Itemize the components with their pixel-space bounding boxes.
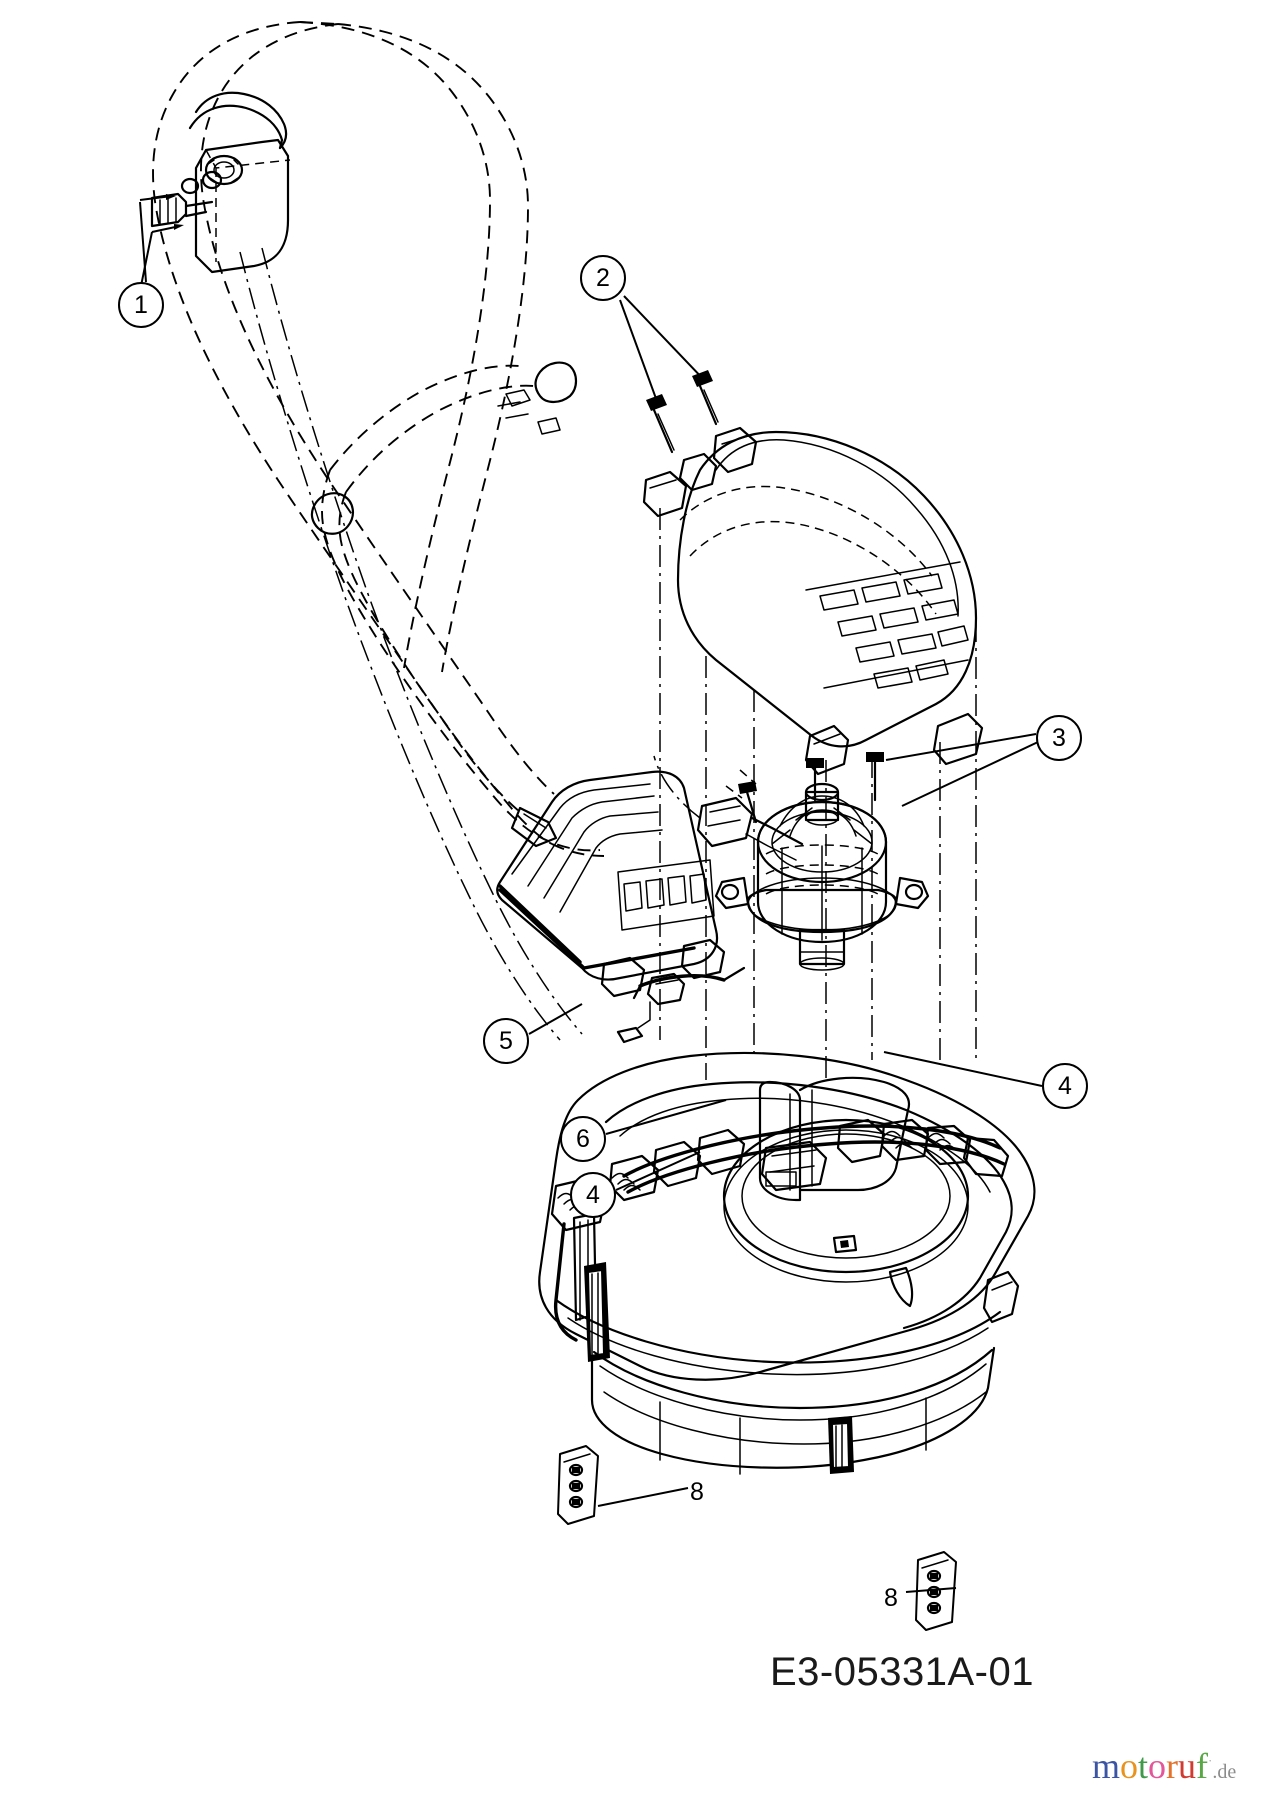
handle-bar-assembly: [139, 21, 605, 1041]
callout-5-label: 5: [499, 1026, 513, 1055]
callout-4-right-label: 4: [1058, 1071, 1072, 1100]
height-adjust-plate-upper: [557, 1445, 599, 1525]
callout-6[interactable]: 6: [560, 1116, 606, 1162]
callout-2[interactable]: 2: [580, 255, 626, 301]
wm-letter-o2: o: [1148, 1746, 1167, 1786]
wm-superscript-dot: ·: [1208, 1753, 1213, 1768]
rear-flap-cover: [496, 770, 746, 1044]
wm-letter-m: m: [1092, 1746, 1121, 1786]
callout-2-label: 2: [596, 263, 610, 292]
callout-4-left[interactable]: 4: [570, 1172, 616, 1218]
callout-4-left-label: 4: [586, 1180, 600, 1209]
deck-rear-rail: [608, 1118, 1010, 1202]
electric-motor: [653, 752, 930, 971]
callout-3-label: 3: [1052, 723, 1066, 752]
wm-letter-t: t: [1138, 1746, 1149, 1786]
callout-6-label: 6: [576, 1124, 590, 1153]
part-number-label: E3-05331A-01: [770, 1650, 1034, 1694]
wm-letter-r: r: [1166, 1746, 1179, 1786]
motor-cover-hood: [642, 426, 984, 1080]
wm-letter-u: u: [1178, 1746, 1197, 1786]
wm-letter-f: f: [1196, 1746, 1209, 1786]
wm-suffix-de: .de: [1212, 1761, 1237, 1783]
motoruf-watermark-logo[interactable]: motoruf·.de: [1092, 1748, 1236, 1784]
callout-1-label: 1: [134, 290, 148, 319]
callout-3[interactable]: 3: [1036, 715, 1082, 761]
cable-clamp-screws: [646, 370, 719, 454]
callout-1[interactable]: 1: [118, 282, 164, 328]
callout-4-right[interactable]: 4: [1042, 1063, 1088, 1109]
callout-5[interactable]: 5: [483, 1018, 529, 1064]
wm-letter-o1: o: [1120, 1746, 1139, 1786]
mower-deck-housing: [538, 1051, 1036, 1475]
callout-leader-lines: [139, 201, 1043, 1593]
callout-8-upper[interactable]: 8: [690, 1478, 704, 1506]
callout-8-lower[interactable]: 8: [884, 1584, 898, 1612]
